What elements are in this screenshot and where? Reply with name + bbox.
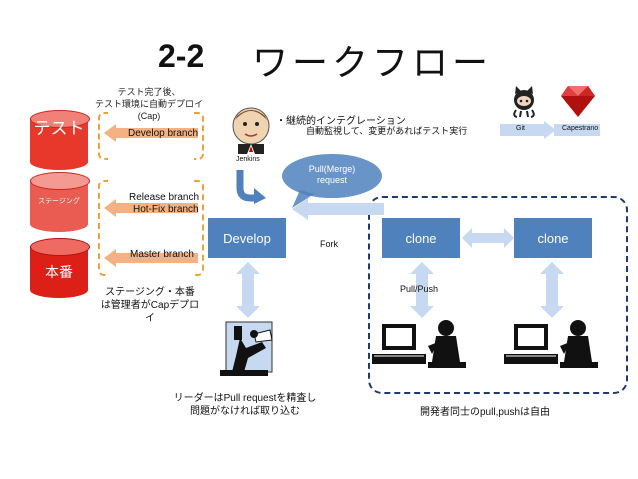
- clone1-pullpush-arrow: [410, 262, 434, 318]
- clone-node-2: clone: [514, 218, 592, 258]
- release-branch-label: Release branch: [129, 192, 200, 203]
- staging-prod-note-line1: ステージング・本番: [105, 287, 195, 298]
- test-environment-label: テスト: [33, 119, 85, 139]
- test-bracket-right: [194, 112, 204, 160]
- staging-prod-note-line3: イ: [145, 313, 155, 324]
- developer-freedom-note: 開発者同士のpull,pushは自由: [420, 407, 551, 418]
- slide-title: ワークフロー: [252, 43, 493, 84]
- developer-group-frame: [368, 196, 628, 394]
- pull-request-arrow: [292, 198, 384, 220]
- git-label: Git: [516, 125, 525, 132]
- ci-note-detail: 自動監視して、変更があればテスト実行: [306, 126, 468, 136]
- production-environment-label: 本番: [45, 265, 73, 281]
- pull-request-bubble: [282, 154, 382, 208]
- staging-prod-bracket-left: [98, 180, 108, 276]
- ci-note-title: ・継続的インテグレーション: [276, 116, 406, 127]
- capistrano-ruby-icon: [561, 86, 595, 117]
- clone-sync-arrow: [462, 228, 514, 248]
- ci-loop-arrow: [236, 170, 266, 204]
- staging-environment-label: ステージング: [38, 197, 80, 205]
- pull-request-label: Pull(Merge) request: [308, 164, 356, 185]
- staging-prod-note-line2: は管理者がCapデプロ: [100, 300, 200, 311]
- clone-node-1: clone: [382, 218, 460, 258]
- developer-computer-icon-2: [504, 320, 598, 368]
- developer-computer-icon-1: [372, 320, 466, 368]
- capistrano-label: Capestrano: [562, 125, 599, 132]
- slide-number: 2-2: [158, 38, 205, 74]
- test-bracket-left: [98, 112, 108, 160]
- master-branch-arrow: [104, 249, 198, 267]
- fork-label: Fork: [320, 239, 338, 249]
- git-to-capistrano-arrow: [500, 121, 600, 139]
- clone2-pullpush-arrow: [540, 262, 564, 318]
- develop-branch-arrow: [104, 124, 198, 142]
- pull-push-label: Pull/Push: [400, 284, 439, 294]
- staging-prod-note: ステージング・本番 は管理者がCapデプロ イ: [90, 286, 210, 325]
- release-branch-arrow: [104, 199, 198, 217]
- test-deploy-note-line1: テスト完了後、: [117, 87, 181, 97]
- fork-arrow: [288, 234, 366, 242]
- master-branch-label: Master branch: [130, 249, 194, 260]
- develop-node: Develop: [208, 218, 286, 258]
- leader-note-line1: リーダーはPull requestを精査し: [173, 393, 317, 404]
- jenkins-label: Jenkins: [236, 156, 260, 163]
- leader-note: リーダーはPull requestを精査し 問題がなければ取り込む: [160, 392, 330, 418]
- leader-figure-icon: [220, 321, 273, 376]
- test-deploy-note-line2: テスト環境に自動デプロイ(Cap): [94, 99, 203, 121]
- staging-prod-bracket-right: [194, 180, 204, 276]
- jenkins-icon: [232, 107, 270, 154]
- leader-note-line2: 問題がなければ取り込む: [190, 406, 300, 417]
- test-deploy-note: テスト完了後、 テスト環境に自動デプロイ(Cap): [84, 86, 214, 122]
- github-octocat-icon: [513, 86, 535, 118]
- leader-review-arrow: [236, 262, 260, 318]
- branch-arrows: [104, 124, 198, 267]
- develop-branch-label: Develop branch: [128, 128, 199, 139]
- hotfix-branch-label: Hot-Fix branch: [133, 204, 199, 215]
